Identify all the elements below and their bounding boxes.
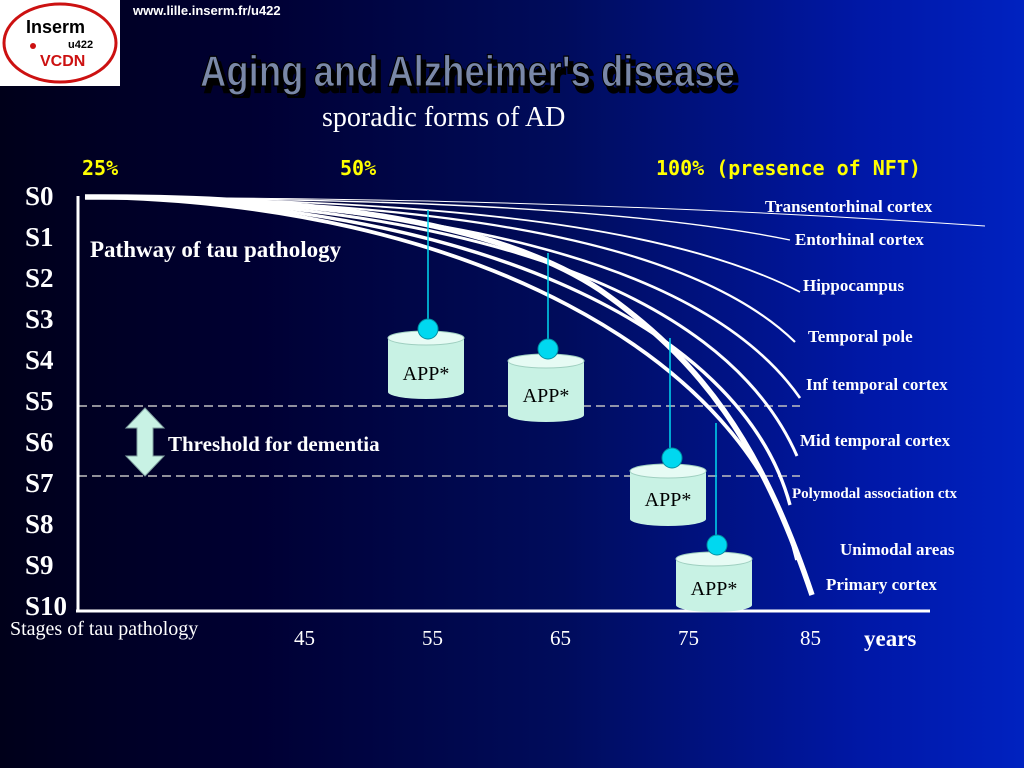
tick-65: 65	[550, 626, 571, 650]
app-label-1: APP*	[403, 363, 450, 385]
curve-mid-temporal	[84, 195, 799, 457]
stage-s4: S4	[25, 345, 54, 375]
pct-100: 100% (presence of NFT)	[656, 156, 921, 180]
page-subtitle: sporadic forms of AD	[322, 102, 566, 133]
stage-s8: S8	[25, 509, 54, 539]
logo-vcdn-text: VCDN	[40, 53, 85, 70]
app-label-3: APP*	[645, 489, 692, 511]
region-polymodal: Polymodal association ctx	[792, 486, 957, 502]
app-label-4: APP*	[691, 578, 738, 600]
title-shadow: Aging and Alzheimer's disease	[204, 53, 739, 98]
region-transentorhinal: Transentorhinal cortex	[765, 197, 933, 216]
app-marker-4: APP*	[675, 423, 753, 612]
page-title: Aging and Alzheimer's disease	[200, 47, 735, 96]
logo-inserm-text: Inserm	[26, 17, 85, 37]
region-unimodal: Unimodal areas	[840, 540, 955, 559]
tick-45: 45	[294, 626, 315, 650]
app-marker-3: APP*	[629, 338, 707, 526]
inserm-logo: Inserm u422 VCDN	[0, 0, 120, 86]
stage-s7: S7	[25, 468, 54, 498]
threshold-arrow-icon	[124, 407, 166, 477]
region-mid-temporal: Mid temporal cortex	[800, 431, 951, 450]
header-url[interactable]: www.lille.inserm.fr/u422	[133, 3, 281, 18]
curve-primary	[84, 194, 815, 596]
x-axis-label: Stages of tau pathology	[10, 618, 199, 640]
stage-s9: S9	[25, 550, 54, 580]
stage-s1: S1	[25, 222, 54, 252]
region-entorhinal: Entorhinal cortex	[795, 230, 924, 249]
stage-s6: S6	[25, 427, 54, 457]
tick-55: 55	[422, 626, 443, 650]
tick-75: 75	[678, 626, 699, 650]
x-axis-unit: years	[864, 626, 917, 651]
curve-temporal-pole	[84, 195, 796, 343]
region-primary: Primary cortex	[826, 575, 937, 594]
stage-s3: S3	[25, 304, 54, 334]
stage-s5: S5	[25, 386, 54, 416]
app-marker-2: APP*	[507, 253, 585, 422]
title-banner: Aging and Alzheimer's disease Aging and …	[199, 46, 740, 98]
region-inf-temporal: Inf temporal cortex	[806, 375, 948, 394]
pathway-label: Pathway of tau pathology	[90, 237, 342, 262]
stage-s2: S2	[25, 263, 54, 293]
app-label-2: APP*	[523, 385, 570, 407]
stage-s10: S10	[25, 591, 68, 621]
pct-50: 50%	[340, 156, 377, 180]
region-hippocampus: Hippocampus	[803, 276, 905, 295]
threshold-label: Threshold for dementia	[168, 432, 380, 456]
tick-85: 85	[800, 626, 821, 650]
region-temporal-pole: Temporal pole	[808, 327, 913, 346]
stage-s0: S0	[25, 181, 54, 211]
pct-25: 25%	[82, 156, 119, 180]
logo-u422-text: u422	[68, 39, 93, 51]
app-marker-1: APP*	[387, 210, 465, 399]
